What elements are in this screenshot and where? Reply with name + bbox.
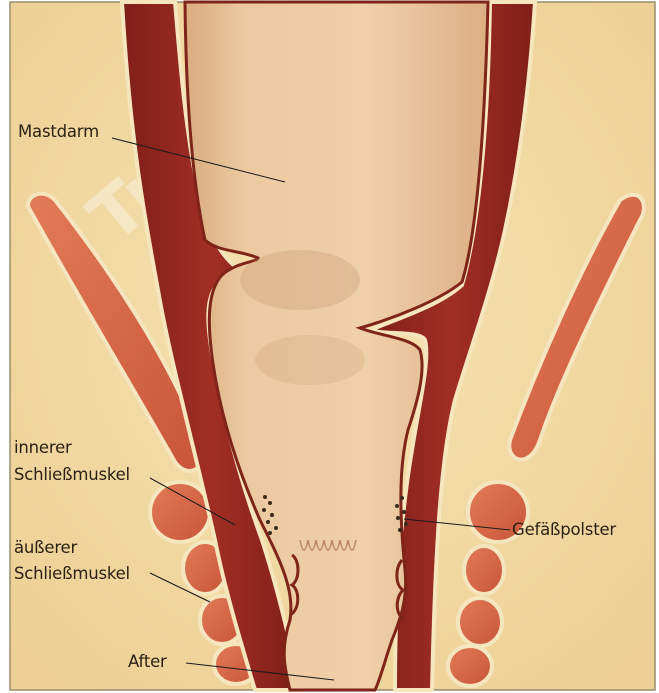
right-external-segment-3 (458, 598, 502, 646)
left-external-segment-1 (150, 482, 210, 542)
label-internal-sphincter-line1: innerer (14, 438, 72, 458)
rectum-shading-2 (255, 335, 365, 385)
label-vascular-cushion: Gefäßpolster (512, 520, 616, 540)
label-internal-sphincter-line2: Schließmuskel (14, 465, 130, 485)
label-rectum: Mastdarm (18, 122, 99, 142)
rectum-shading-1 (240, 250, 360, 310)
label-anus: After (128, 652, 167, 672)
right-external-segment-4 (448, 646, 492, 686)
label-external-sphincter-line2: Schließmuskel (14, 564, 130, 584)
label-external-sphincter-line1: äußerer (14, 538, 77, 558)
right-external-segment-2 (464, 546, 504, 594)
